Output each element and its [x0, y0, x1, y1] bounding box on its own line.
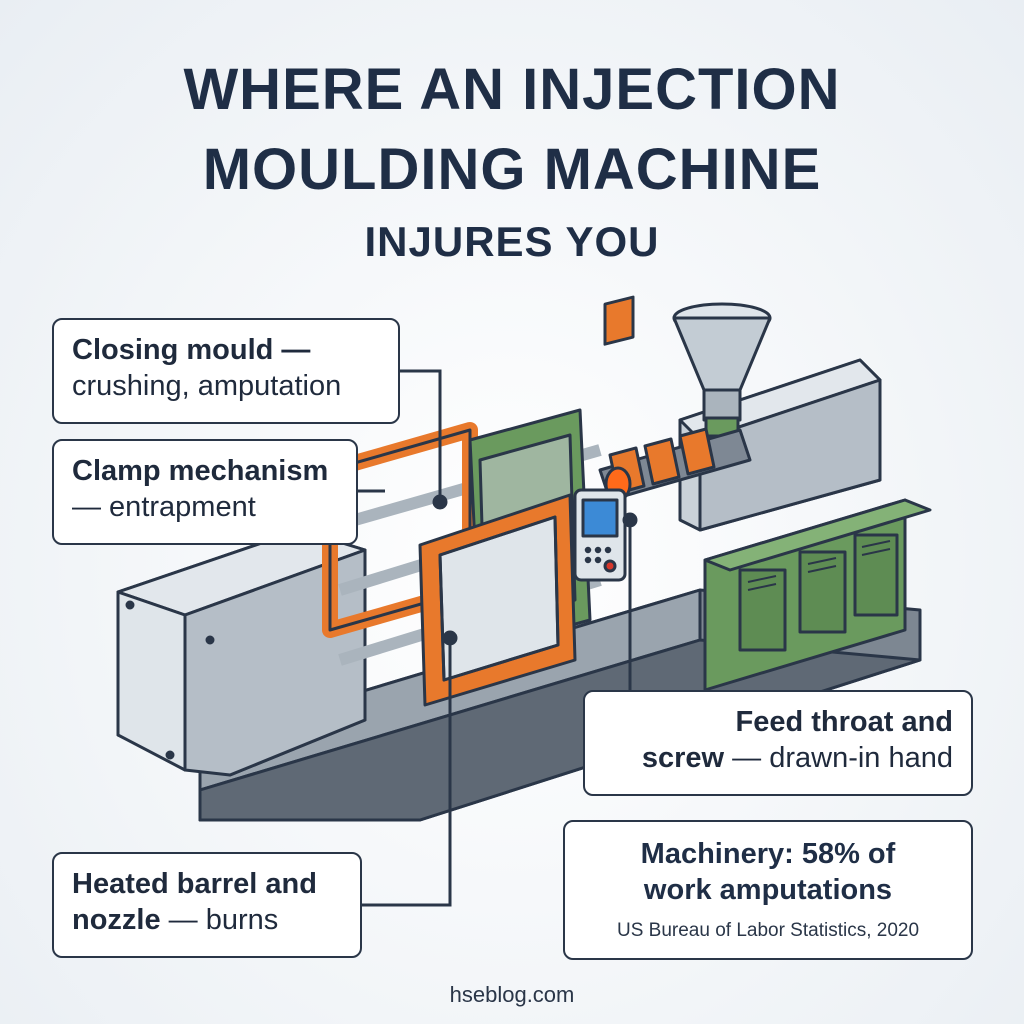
title-line-2: MOULDING MACHINE [202, 137, 822, 202]
callout-feed-throat: Feed throat and screw — drawn-in hand [583, 690, 973, 796]
electrical-cabinet [703, 498, 932, 692]
callout-closing-mould-text: crushing, amputation [72, 370, 342, 402]
statistic-headline-2: work amputations [643, 874, 893, 906]
callout-clamp-mechanism: Clamp mechanism — entrapment [52, 439, 358, 545]
title-line-1: WHERE AN INJECTION [183, 57, 841, 122]
footer-site-link[interactable]: hseblog.com [449, 982, 575, 1007]
statistic-headline-1: Machinery: 58% of [640, 838, 896, 870]
statistic-source: US Bureau of Labor Statistics, 2020 [616, 920, 920, 941]
callout-closing-mould: Closing mould — crushing, amputation [52, 318, 400, 424]
callout-barrel-title-2: nozzle [72, 904, 161, 936]
callout-feed-text: — drawn-in hand [724, 742, 953, 774]
callout-clamp-text: — entrapment [72, 491, 256, 523]
control-panel [573, 488, 627, 582]
callout-feed-title-2: screw [641, 742, 725, 774]
title-line-3: INJURES YOU [364, 218, 660, 265]
hopper-icon [672, 302, 772, 438]
statistic-box: Machinery: 58% of work amputations US Bu… [563, 820, 973, 960]
callout-barrel-text: — burns [160, 904, 279, 936]
injection-unit [678, 358, 882, 532]
callout-closing-mould-title: Closing mould — [72, 334, 311, 366]
callout-barrel-title-1: Heated barrel and [72, 868, 317, 900]
moving-platen-frame [418, 493, 577, 707]
callout-feed-title-1: Feed throat and [735, 706, 953, 738]
callout-heated-barrel: Heated barrel and nozzle — burns [52, 852, 362, 958]
callout-clamp-title: Clamp mechanism [72, 455, 329, 487]
